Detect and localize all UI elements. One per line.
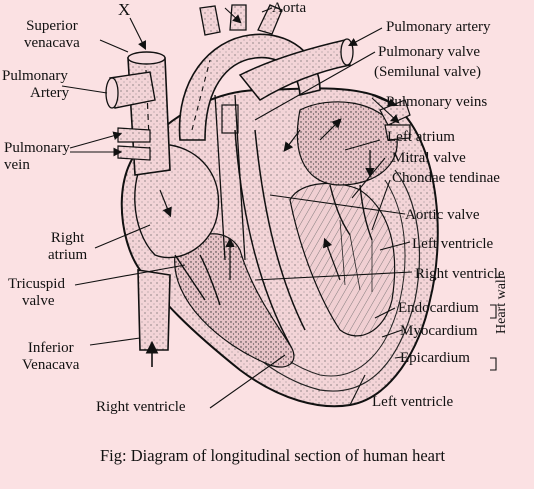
label-myocardium: Myocardium: [400, 323, 478, 339]
label-heart-wall: Heart wall: [494, 275, 509, 334]
label-inferior-venacava-line2: Venacava: [22, 357, 80, 373]
label-right-ventricle-bottom: Right ventricle: [96, 399, 186, 415]
label-left-ventricle-bottom: Left ventricle: [372, 394, 454, 410]
label-pulmonary-vein-left: Pulmonary vein: [4, 140, 70, 174]
label-right-atrium-line1: Right: [50, 230, 85, 246]
label-aortic-valve: Aortic valve: [405, 207, 480, 223]
label-endocardium: Endocardium: [398, 300, 479, 316]
label-epicardium: Epicardium: [400, 350, 470, 366]
label-right-ventricle-right: Right ventricle: [415, 266, 505, 282]
label-superior-venacava-line1: Superior: [26, 18, 78, 34]
label-pulmonary-veins: Pulmonary veins: [386, 94, 488, 110]
label-right-atrium: Right atrium: [48, 230, 87, 264]
label-pulmonary-vein-left-line2: vein: [4, 157, 30, 173]
label-tricuspid-valve-line1: Tricuspid: [8, 276, 65, 292]
label-x: X: [118, 0, 131, 19]
heart-outline: [120, 87, 439, 408]
label-pulmonary-artery-right: Pulmonary artery: [386, 19, 491, 35]
label-right-atrium-line2: atrium: [48, 247, 88, 263]
caption-bar: Fig: Diagram of longitudinal section of …: [0, 440, 534, 489]
label-tricuspid-valve-line2: valve: [22, 293, 55, 309]
label-left-ventricle-right: Left ventricle: [412, 236, 494, 252]
label-superior-venacava-line2: venacava: [24, 35, 80, 51]
flow-arrows: [159, 118, 375, 281]
label-semilunal-valve: (Semilunal valve): [374, 64, 482, 80]
label-pulmonary-artery-left: Pulmonary Artery: [2, 68, 69, 102]
leader-lines: [61, 7, 497, 409]
label-aorta: Aorta: [272, 0, 307, 16]
label-tricuspid-valve: Tricuspid valve: [8, 276, 65, 310]
label-pulmonary-valve: Pulmonary valve: [378, 44, 481, 60]
label-pulmonary-artery-left-line1: Pulmonary: [2, 68, 68, 84]
label-inferior-venacava-line1: Inferior: [27, 340, 74, 356]
label-pulmonary-vein-left-line1: Pulmonary: [4, 140, 70, 156]
figure-caption: Fig: Diagram of longitudinal section of …: [100, 446, 446, 465]
label-pulmonary-artery-left-line2: Artery: [30, 85, 70, 101]
heart-illustration: [61, 4, 497, 409]
label-superior-venacava: Superior venacava: [24, 18, 80, 52]
pulmonary-artery-left-branch: [105, 71, 156, 109]
label-chondae-tendinae: Chondae tendinae: [392, 170, 500, 186]
label-inferior-venacava: Inferior Venacava: [22, 340, 79, 374]
label-left-atrium: Left atrium: [387, 129, 455, 145]
inferior-venacava: [137, 269, 171, 367]
label-mitral-valve: Mitral valve: [392, 150, 466, 166]
